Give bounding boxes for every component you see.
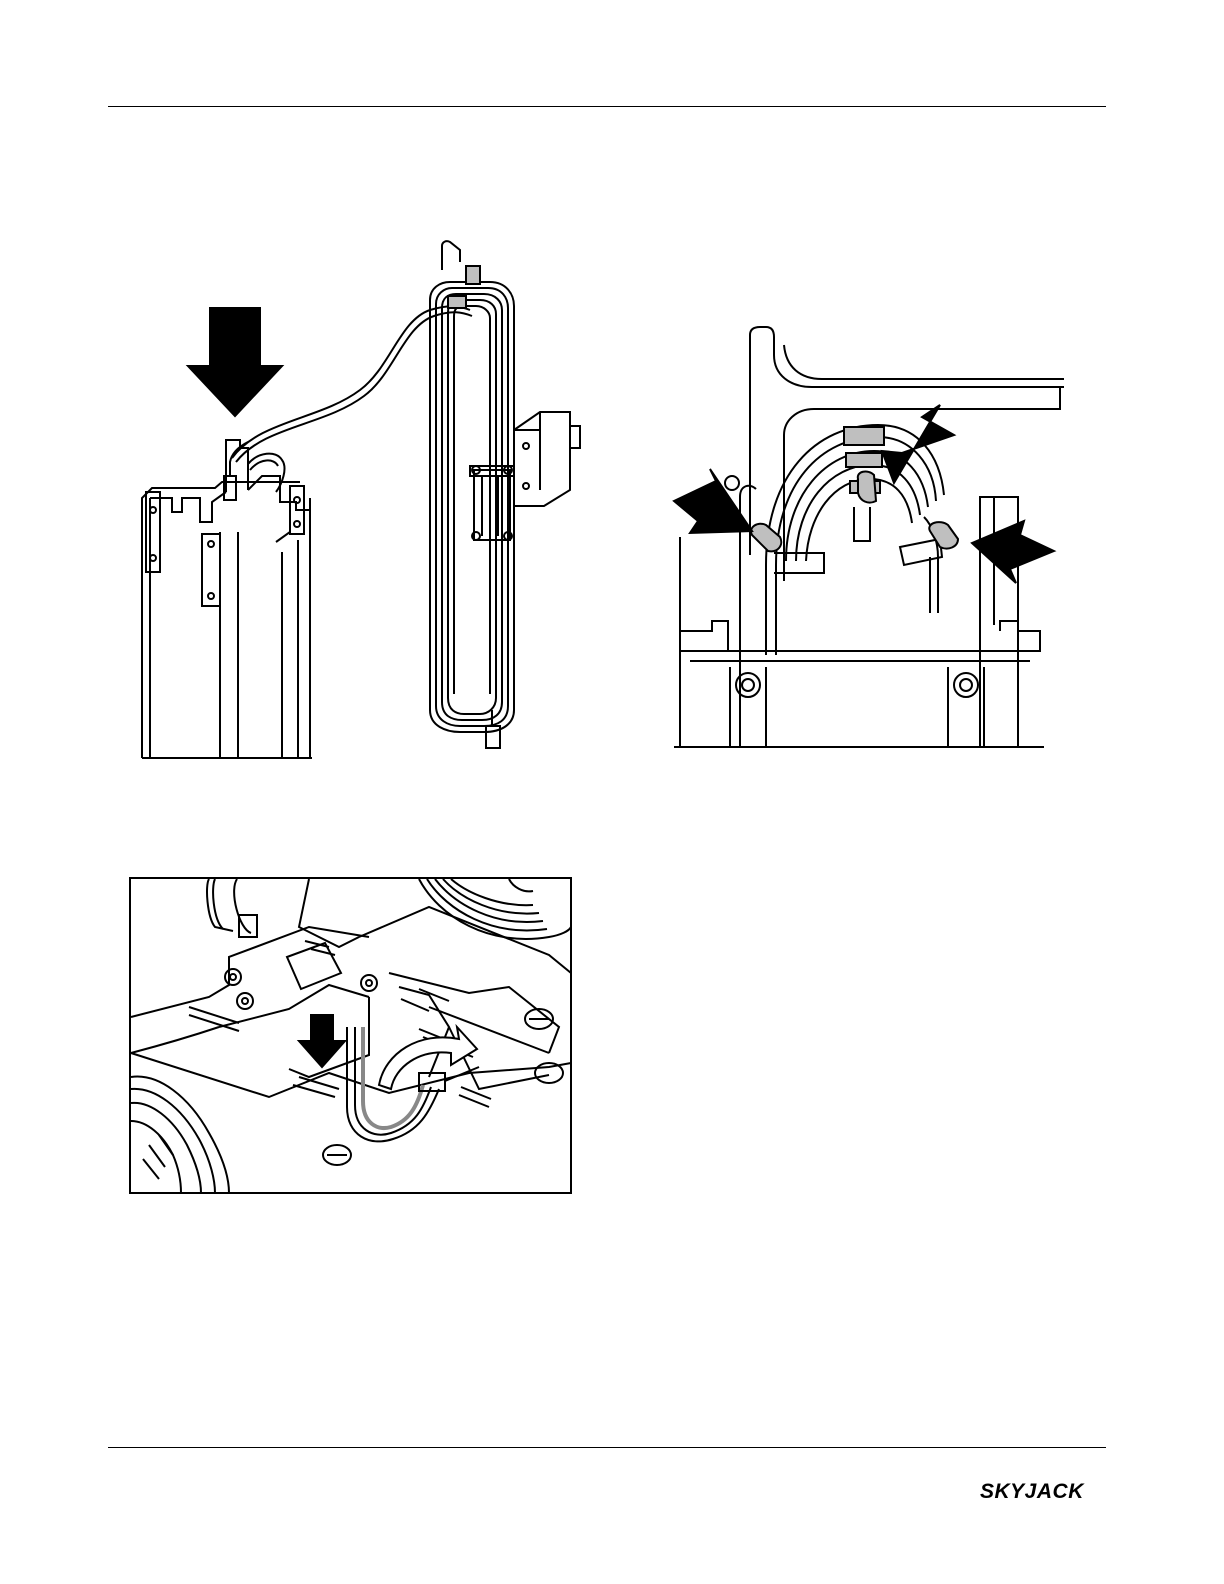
arrow-icon <box>882 405 954 483</box>
figure-cable-routing <box>129 877 572 1194</box>
figure-cable-clips <box>668 325 1068 755</box>
brand-logo-text: SKYJACK <box>980 1480 1084 1504</box>
figure-mast-harness <box>130 240 590 765</box>
clip-icon <box>751 524 781 552</box>
arrow-icon <box>972 521 1054 583</box>
brand-logo: SKYJACK <box>980 1480 1106 1504</box>
header-rule <box>108 106 1106 107</box>
curved-arrow-icon <box>379 1027 477 1089</box>
down-arrow-icon <box>188 308 282 416</box>
footer-rule <box>108 1447 1106 1448</box>
down-arrow-icon <box>299 1015 345 1067</box>
clip-icon <box>929 522 958 548</box>
clip-icon <box>858 472 876 503</box>
